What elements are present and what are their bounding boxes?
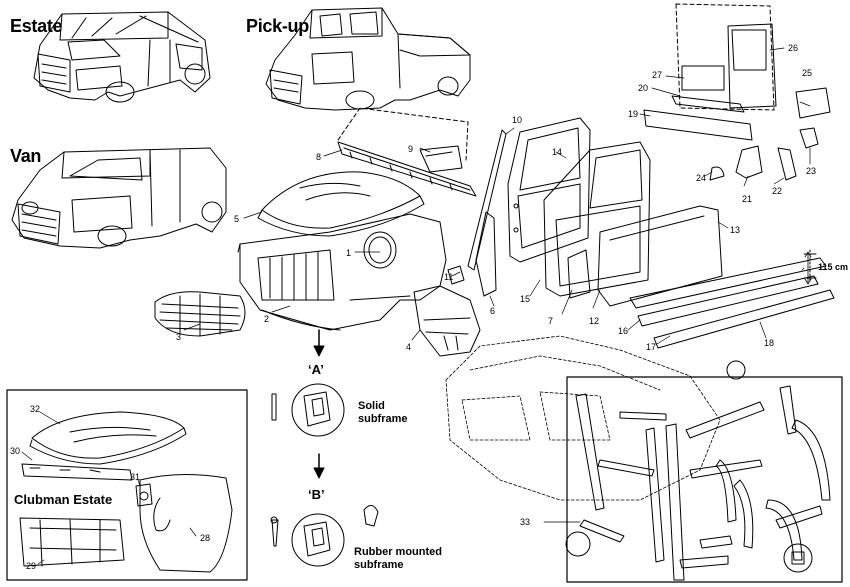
part-24-label: 24 [696,173,707,183]
door-skin [597,205,723,307]
part-29-label: 29 [26,561,37,571]
part-31-label: 31 [130,472,141,482]
part-30-label: 30 [10,446,21,456]
part-23-label: 23 [806,166,817,176]
van-title: Van [10,146,42,166]
part-16-label: 16 [618,326,629,336]
part-28-label: 28 [200,533,211,543]
part-14-label: 14 [552,147,563,157]
part-2-label: 2 [264,314,270,324]
rear-brackets [709,127,819,181]
rubber-seals-box [566,376,843,583]
rubber-subframe-detail [270,505,379,567]
part-4-label: 4 [406,342,412,352]
windscreen-frame [337,107,477,197]
a-post-panel [475,211,497,297]
pickup-title: Pick-up [246,16,309,36]
part-15-label: 15 [520,294,531,304]
sill-panels [629,249,835,349]
part-8-label: 8 [316,152,322,162]
rear-body-panels [643,3,831,141]
front-grille [154,291,246,337]
part-22-label: 22 [772,186,783,196]
rubber-seal-strips [575,385,831,581]
windscreen-pillar [467,129,507,271]
flitch-bracket [447,265,465,285]
part-11-label: 11 [444,272,454,282]
part-7-label: 7 [548,316,554,326]
estate-body-shell [33,11,211,103]
subframe-arrows [313,329,325,479]
part-12-label: 12 [589,316,600,326]
dimension-marker [804,251,812,285]
rear-shell-outline [445,335,721,501]
part-26-label: 26 [788,43,799,53]
solid-subframe-detail [271,383,345,437]
part-25-label: 25 [802,68,813,78]
rubber-subframe-caption: Rubber mounted subframe [354,546,442,571]
clubman-estate-title: Clubman Estate [14,492,113,507]
clubman-estate-box [6,389,248,581]
parcel-shelf-panel [419,145,463,173]
part-5-label: 5 [234,214,240,224]
front-valance-panel [413,285,481,357]
door-shell-inner [507,117,591,263]
pickup-body-shell [265,7,471,111]
part-18-label: 18 [764,338,775,348]
part-1-label: 1 [346,248,352,258]
part-32-label: 32 [30,404,41,414]
leader-lines [21,47,811,565]
part-9-label: 9 [408,144,414,154]
part-10-label: 10 [512,115,523,125]
seal-detail-circles [565,360,813,573]
solid-subframe-caption: Solid subframe [358,400,408,425]
sill-length-label: 115 cm [818,262,849,272]
estate-title: Estate [10,16,63,36]
part-33-label: 33 [520,517,531,527]
door-assembly [543,141,651,299]
stage-b-label: ‘B’ [308,487,325,502]
clubman-parts [19,411,233,573]
part-20-label: 20 [638,83,649,93]
front-wing-and-panel [237,213,447,331]
part-19-label: 19 [628,109,639,119]
part-3-label: 3 [176,332,182,342]
part-17-label: 17 [646,342,657,352]
stage-a-label: ‘A’ [308,362,324,377]
part-27-label: 27 [652,70,663,80]
part-6-label: 6 [490,306,496,316]
part-21-label: 21 [742,194,753,204]
bonnet-panel [257,171,425,237]
part-13-label: 13 [730,225,741,235]
van-body-shell [11,147,227,249]
